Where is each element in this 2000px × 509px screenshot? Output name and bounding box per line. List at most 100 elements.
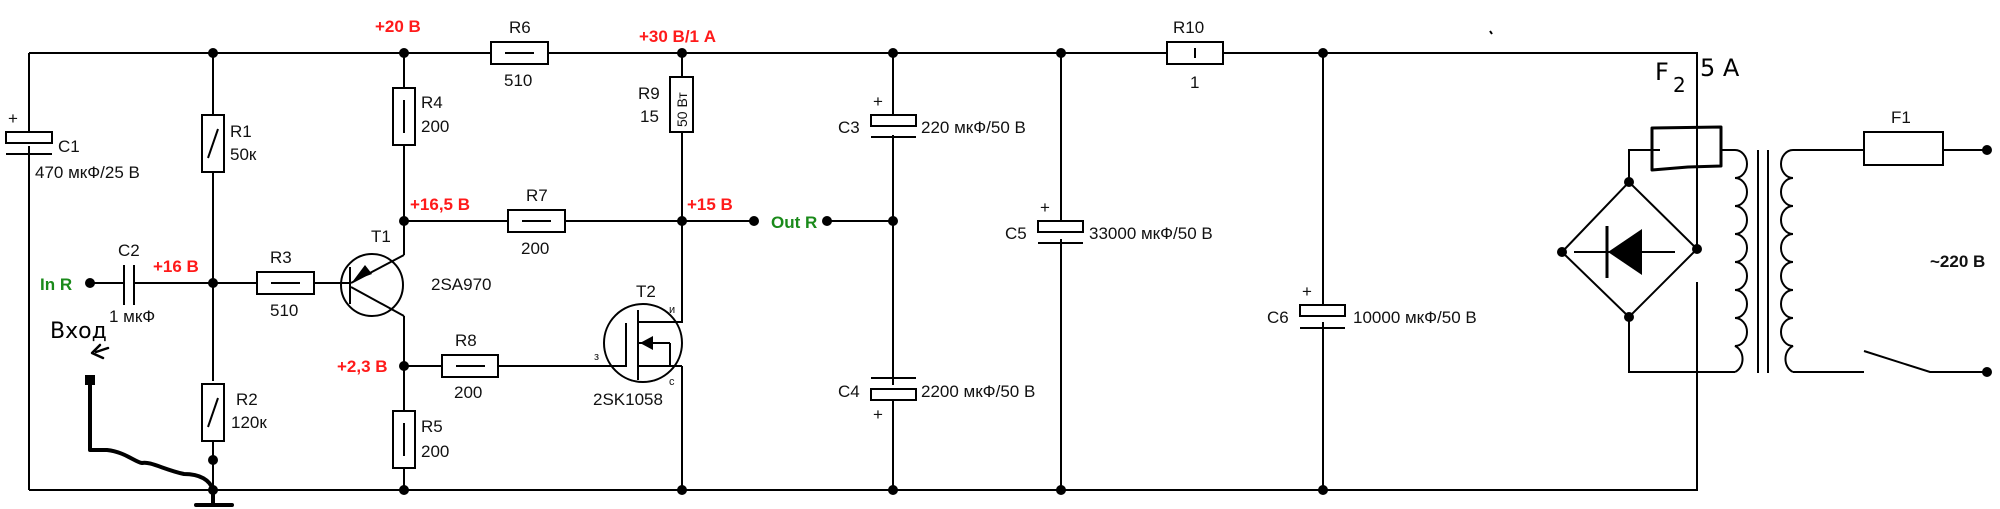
stray-marks (1489, 30, 1493, 35)
input-label: In R (40, 275, 72, 294)
svg-text:2: 2 (1673, 73, 1686, 97)
resistor-r8: R8 200 (441, 331, 499, 402)
svg-text:+: + (873, 92, 883, 111)
svg-text:470 мкФ/25 В: 470 мкФ/25 В (35, 163, 140, 182)
svg-text:Вход: Вход (50, 319, 107, 344)
svg-text:C1: C1 (58, 137, 80, 156)
input-probe-icon (85, 375, 95, 385)
svg-text:C6: C6 (1267, 308, 1289, 327)
transformer (1734, 149, 1794, 373)
capacitor-c6: + C6 10000 мкФ/50 В (1267, 282, 1477, 329)
svg-text:и: и (669, 304, 675, 316)
emitter-arrow-icon (353, 265, 372, 281)
svg-text:R1: R1 (230, 122, 252, 141)
svg-text:F: F (1655, 58, 1669, 86)
capacitor-c4: + C4 2200 мкФ/50 В (838, 377, 1035, 424)
voltage-label-2-3v: +2,3 В (337, 357, 388, 376)
resistor-r2: R2 120к (201, 383, 267, 442)
resistor-r1: R1 50к (201, 114, 257, 173)
io-labels: In R Out R (40, 213, 817, 294)
resistor-r5: R5 200 (392, 410, 449, 469)
diode-icon (1608, 229, 1642, 275)
svg-text:2200 мкФ/50 В: 2200 мкФ/50 В (921, 382, 1035, 401)
svg-text:+: + (1040, 198, 1050, 217)
resistor-r7: R7 200 (507, 186, 566, 258)
svg-text:C5: C5 (1005, 224, 1027, 243)
primary-coil (1734, 149, 1748, 373)
svg-text:R2: R2 (236, 390, 258, 409)
voltage-label-15v: +15 В (687, 195, 733, 214)
svg-text:200: 200 (454, 383, 482, 402)
svg-text:R7: R7 (526, 186, 548, 205)
svg-text:T2: T2 (636, 282, 656, 301)
svg-text:200: 200 (421, 117, 449, 136)
svg-text:R10: R10 (1173, 18, 1204, 37)
wires (28, 52, 1987, 491)
fuse-f1: F1 (1863, 108, 1944, 166)
voltage-label-30v: +30 В/1 А (639, 27, 716, 46)
svg-text:+: + (1302, 282, 1312, 301)
ground-symbol (194, 488, 234, 507)
out-r-terminal-right (822, 216, 832, 226)
mains-terminal-bottom (1982, 367, 1992, 377)
junctions (85, 48, 1992, 495)
bridge-rectifier (1605, 226, 1642, 278)
mains-bottom-switch (1793, 350, 1987, 373)
svg-text:R3: R3 (270, 248, 292, 267)
svg-text:10000 мкФ/50 В: 10000 мкФ/50 В (1353, 308, 1477, 327)
svg-text:C3: C3 (838, 118, 860, 137)
svg-text:2SA970: 2SA970 (431, 275, 492, 294)
capacitor-c1: + C1 470 мкФ/25 В (5, 109, 140, 182)
svg-text:200: 200 (421, 442, 449, 461)
svg-text:33000 мкФ/50 В: 33000 мкФ/50 В (1089, 224, 1213, 243)
svg-text:15: 15 (640, 107, 659, 126)
channel-arrow-icon (640, 336, 653, 350)
mains-terminal-top (1982, 145, 1992, 155)
resistor-r9: 50 Вт R9 15 (638, 76, 694, 133)
svg-text:R4: R4 (421, 93, 443, 112)
svg-text:F1: F1 (1891, 108, 1911, 127)
transistor-t2: T2 2SK1058 и з с (593, 282, 683, 409)
svg-text:+: + (8, 109, 18, 128)
svg-text:+: + (873, 405, 883, 424)
capacitor-c2: C2 1 мкФ (109, 241, 155, 326)
resistor-r6: R6 510 (490, 18, 549, 90)
svg-text:T1: T1 (371, 227, 391, 246)
voltage-label-16-5v: +16,5 В (410, 195, 470, 214)
handdrawn-input: Вход (50, 319, 215, 492)
svg-text:200: 200 (521, 239, 549, 258)
svg-text:R8: R8 (455, 331, 477, 350)
svg-text:2SK1058: 2SK1058 (593, 390, 663, 409)
in-r-terminal (85, 278, 95, 288)
svg-text:C4: C4 (838, 382, 860, 401)
mains-voltage-label: ~220 В (1930, 252, 1985, 271)
resistor-r3: R3 510 (256, 248, 315, 320)
top-rail (29, 52, 1698, 252)
out-r-terminal-left (749, 216, 759, 226)
svg-text:50 Вт: 50 Вт (674, 92, 690, 127)
svg-text:1 мкФ: 1 мкФ (109, 307, 155, 326)
svg-text:з: з (594, 351, 599, 363)
voltage-labels: +20 В +30 В/1 А +16,5 В +15 В +16 В +2,3… (153, 17, 1985, 376)
bottom-rail (29, 282, 1698, 491)
svg-text:1: 1 (1190, 73, 1199, 92)
resistor-r4: R4 200 (392, 87, 449, 146)
svg-text:R6: R6 (509, 18, 531, 37)
voltage-label-20v: +20 В (375, 17, 421, 36)
svg-text:510: 510 (504, 71, 532, 90)
capacitor-c5: + C5 33000 мкФ/50 В (1005, 198, 1213, 244)
svg-text:510: 510 (270, 301, 298, 320)
fuse-f2-handdrawn: F 2 5 A (1650, 54, 1740, 172)
svg-text:220 мкФ/50 В: 220 мкФ/50 В (921, 118, 1026, 137)
svg-text:C2: C2 (118, 241, 140, 260)
voltage-label-16v: +16 В (153, 257, 199, 276)
svg-text:5 A: 5 A (1700, 54, 1740, 82)
bridge-bottom-wire (1628, 317, 1735, 373)
svg-text:50к: 50к (230, 145, 257, 164)
secondary-coil (1780, 149, 1794, 373)
capacitor-c3: + C3 220 мкФ/50 В (838, 92, 1026, 138)
svg-text:R9: R9 (638, 84, 660, 103)
transistor-t1: T1 2SA970 (340, 227, 492, 317)
resistor-r10: R10 1 (1166, 18, 1224, 92)
